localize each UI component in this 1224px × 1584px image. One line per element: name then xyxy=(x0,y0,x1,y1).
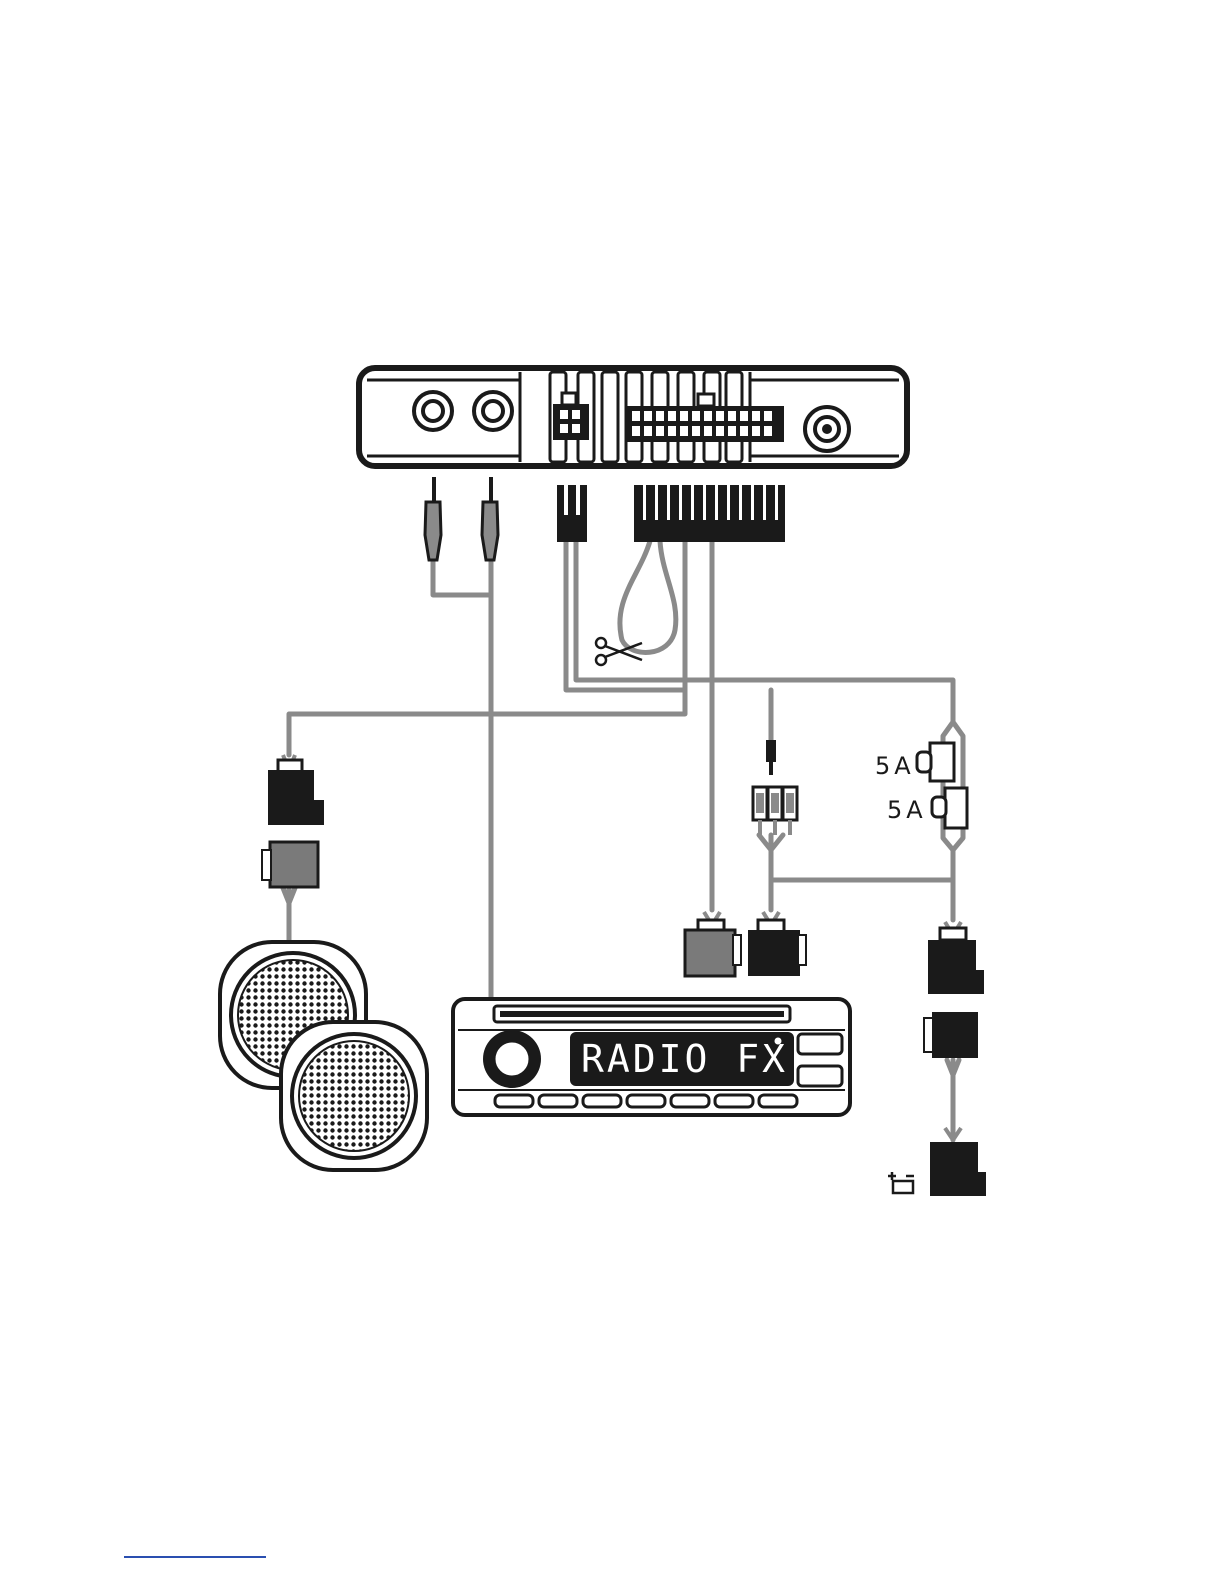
triple-blade-connector xyxy=(753,787,797,835)
preset-buttons xyxy=(495,1095,797,1107)
speaker-connector-plug xyxy=(268,755,324,825)
radio-unit: RADIO FX xyxy=(453,999,850,1115)
fuse-1 xyxy=(917,743,954,781)
speaker-connector-socket xyxy=(262,842,318,887)
footnote-rule xyxy=(124,1556,266,1558)
power-connector-plug xyxy=(928,922,984,994)
battery-connector xyxy=(930,1128,986,1196)
fuse-2 xyxy=(932,788,967,828)
grey-iso-connector xyxy=(685,912,741,976)
battery-icon xyxy=(888,1172,914,1193)
fuse-2-label: 5A xyxy=(887,796,927,824)
speaker-front xyxy=(281,1022,427,1170)
power-connector-socket xyxy=(924,1012,978,1058)
rca-plug-right xyxy=(482,477,498,560)
rca-jack-right xyxy=(474,392,512,430)
small-plug xyxy=(557,485,587,542)
rca-jack-left xyxy=(414,392,452,430)
remote-pin xyxy=(766,740,776,775)
amplifier-back-panel xyxy=(359,368,907,466)
large-plug xyxy=(634,485,785,542)
fuse-1-label: 5A xyxy=(875,752,915,780)
radio-display-text: RADIO FX xyxy=(581,1037,788,1081)
black-iso-connector xyxy=(748,912,806,976)
rca-plug-left xyxy=(425,477,441,560)
volume-knob xyxy=(483,1030,541,1088)
cd-slot xyxy=(494,1006,790,1022)
antenna-socket xyxy=(805,407,849,451)
